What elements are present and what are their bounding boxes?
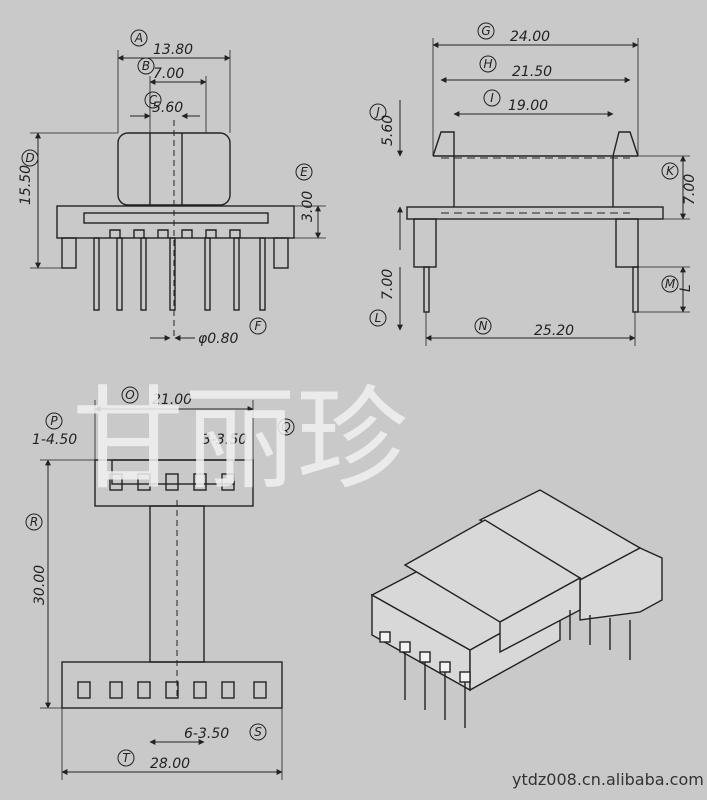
dimension-value-t: 28.00	[150, 756, 190, 772]
dimension-letter-b: B	[142, 59, 150, 73]
dimension-letter-g: G	[481, 24, 490, 38]
dimension-marker-r	[25, 513, 43, 531]
dimension-marker-p	[45, 412, 63, 430]
dimension-letter-l: L	[375, 311, 382, 325]
dimension-letter-p: P	[50, 414, 58, 428]
dimension-value-b: 7.00	[153, 66, 184, 82]
dimension-marker-g	[477, 22, 495, 40]
dimension-marker-e	[295, 163, 313, 181]
dimension-value-a: 13.80	[153, 42, 193, 58]
front-view	[30, 50, 326, 341]
dimension-letter-n: N	[479, 319, 488, 333]
dimension-letter-i: I	[490, 91, 494, 105]
dimension-letter-c: C	[149, 93, 158, 107]
dimension-value-g: 24.00	[510, 29, 550, 45]
dimension-value-e: 3.00	[300, 191, 316, 222]
dimension-value-n: 25.20	[534, 323, 574, 339]
watermark: 甘丽珍	[72, 375, 408, 505]
front-pins	[93, 237, 266, 311]
dimension-letter-h: H	[483, 57, 492, 71]
dimension-marker-t	[117, 749, 135, 767]
dimension-marker-i	[483, 89, 501, 107]
dimension-letter-a: A	[134, 31, 143, 45]
dimension-letter-r: R	[30, 515, 38, 529]
side-top-flange	[432, 131, 639, 157]
dimension-value-s: 6-3.50	[184, 726, 229, 742]
dimension-marker-k	[661, 162, 679, 180]
dimension-letter-f: F	[255, 319, 263, 333]
dimension-marker-b	[137, 57, 155, 75]
dimension-marker-d	[21, 149, 39, 167]
dimension-value-m: L	[678, 284, 694, 292]
top-lower-flange	[61, 661, 283, 709]
dimension-value-l: 7.00	[380, 269, 396, 300]
dimension-value-o: 21.00	[152, 392, 192, 408]
dimension-letter-t: T	[122, 751, 131, 765]
top-pin-pads	[77, 473, 267, 699]
dimension-value-k: 7.00	[682, 174, 698, 205]
dimension-marker-o	[121, 386, 139, 404]
dimension-letter-s: S	[254, 725, 262, 739]
dimension-value-p: 1-4.50	[32, 432, 77, 448]
dimension-letter-d: D	[25, 151, 34, 165]
dimension-marker-l	[369, 309, 387, 327]
dimension-value-h: 21.50	[512, 64, 552, 80]
dimension-value-i: 19.00	[508, 98, 548, 114]
dimension-letter-e: E	[300, 165, 308, 179]
dimension-labels: 13.80A7.00B5.60C15.50D3.00Eφ0.80F24.00G2…	[18, 22, 698, 772]
dimension-marker-n	[474, 317, 492, 335]
dimension-marker-s	[249, 723, 267, 741]
side-base-plate	[406, 206, 664, 220]
dimension-value-f: φ0.80	[198, 331, 239, 347]
top-view	[40, 400, 283, 780]
dimension-letter-m: M	[665, 277, 676, 291]
side-view	[397, 38, 690, 346]
footer-url: ytdz008.cn.alibaba.com	[512, 770, 704, 789]
dimension-marker-j	[369, 103, 387, 121]
dimension-marker-a	[130, 29, 148, 47]
dimension-marker-q	[277, 418, 295, 436]
dimension-value-q: 3-3.50	[202, 432, 247, 448]
dimension-letter-o: O	[125, 388, 134, 402]
dimension-marker-m	[661, 275, 679, 293]
dimension-value-j: 5.60	[380, 115, 396, 146]
dimension-marker-f	[249, 317, 267, 335]
dimension-letter-q: Q	[281, 420, 290, 434]
dimension-marker-h	[479, 55, 497, 73]
dimension-value-d: 15.50	[18, 165, 34, 205]
dimension-marker-c	[144, 91, 162, 109]
dimension-value-r: 30.00	[32, 565, 48, 605]
front-base	[56, 205, 295, 239]
isometric-view	[370, 489, 663, 728]
dimension-letter-j: J	[374, 105, 380, 119]
dimension-letter-k: K	[666, 164, 675, 178]
